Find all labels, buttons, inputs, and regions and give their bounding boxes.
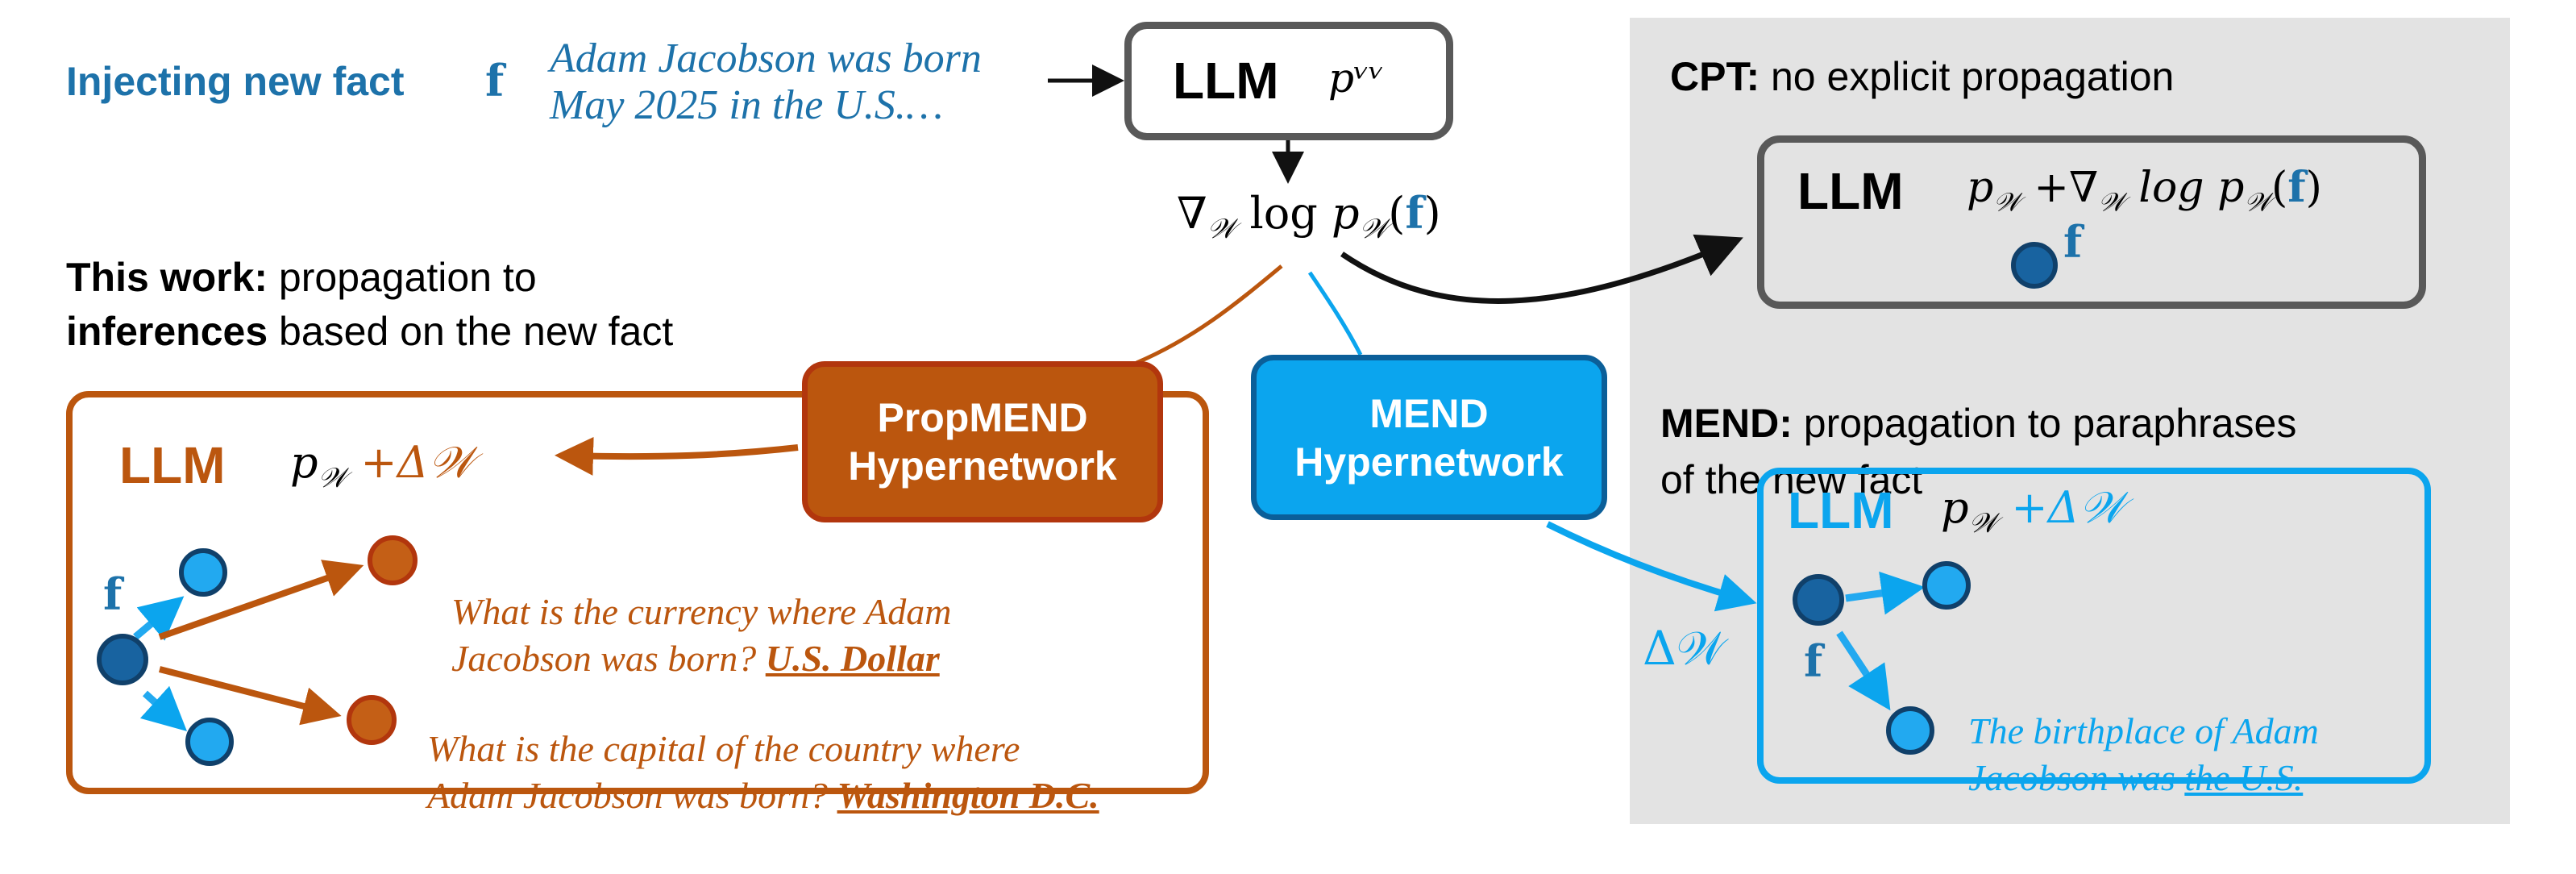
inference-question-2: What is the capital of the country where…: [427, 679, 1099, 819]
gradient-log: log: [1236, 188, 1332, 239]
propmend-orange-node-lower: [347, 695, 397, 745]
arrow-gradient-to-cpt: [1340, 234, 1743, 304]
mend-llm-label: LLM: [1788, 481, 1894, 539]
connector-gradient-to-mend: [1307, 271, 1363, 356]
gradient-psub: 𝒲: [1359, 212, 1389, 245]
mend-title-bold: MEND:: [1660, 401, 1793, 446]
cpt-math-log: log p: [2125, 164, 2245, 212]
mend-title-rest: propagation to paraphrases of the new fa…: [1660, 401, 2297, 502]
propmend-math-delta: +Δ𝒲: [347, 437, 475, 488]
mend-math-sub: 𝒲: [1968, 506, 1998, 539]
mend-fact-label: f: [1804, 635, 1823, 687]
cpt-math-log-sub: 𝒲: [2244, 186, 2271, 218]
gradient-sub: 𝒲: [1207, 212, 1236, 245]
propmend-llm-math: p𝒲 +Δ𝒲: [290, 437, 474, 494]
propmend-fact-label: f: [103, 568, 123, 620]
propmend-fact-node: [97, 634, 148, 685]
llm-top-label: LLM: [1173, 52, 1279, 110]
this-work-line2: inferences based on the new fact: [66, 308, 673, 355]
cpt-title-rest: no explicit propagation: [1760, 54, 2175, 99]
cpt-math-grad-sub: 𝒲: [2098, 186, 2125, 218]
gradient-close: ): [1423, 188, 1441, 239]
arrow-f-to-orange-upper: [158, 560, 364, 640]
inference-question-1: What is the currency where Adam Jacobson…: [451, 542, 951, 682]
arrow-propmend-to-llm: [555, 436, 799, 476]
cpt-math-close: ): [2305, 164, 2322, 212]
cpt-llm-box: [1757, 135, 2426, 309]
mend-result-box: [1757, 468, 2431, 784]
gradient-nabla: ∇: [1177, 188, 1207, 239]
gradient-open: (: [1388, 188, 1406, 239]
cpt-math-f: f: [2287, 163, 2306, 212]
mend-title: MEND: propagation to paraphrases of the …: [1660, 339, 2296, 508]
gradient-expression: ∇𝒲 log p𝒲(f): [1177, 187, 1441, 245]
fact-symbol: f: [485, 55, 505, 106]
llm-top-math: pᵛᵛ: [1328, 55, 1385, 102]
mend-math-delta: +Δ𝒲: [1997, 482, 2125, 533]
inferences-rest: based on the new fact: [268, 309, 674, 354]
inference-answer-2: Washington D.C.: [837, 775, 1099, 816]
propmend-result-box: [66, 391, 1209, 794]
this-work-bold: This work:: [66, 255, 268, 300]
mend-llm-math: p𝒲 +Δ𝒲: [1941, 482, 2125, 539]
inference-answer-1: U.S. Dollar: [765, 638, 940, 679]
cpt-math-grad: +∇: [2020, 164, 2099, 212]
fact-text: Adam Jacobson was born May 2025 in the U…: [550, 35, 982, 128]
propmend-math-p: p: [290, 437, 318, 488]
cpt-math: p𝒲 +∇𝒲 log p𝒲(f): [1967, 163, 2322, 218]
arrow-f-to-blue-upper: [133, 596, 185, 641]
this-work-rest: propagation to: [268, 255, 537, 300]
mend-blue-node-lower: [1886, 706, 1934, 755]
llm-top-box: [1124, 22, 1453, 140]
gradient-p: p: [1332, 188, 1360, 239]
cpt-fact-node: [2011, 242, 2058, 289]
gradient-f: f: [1405, 187, 1424, 239]
cpt-math-open: (: [2271, 164, 2288, 212]
mend-paraphrase: The birthplace of Adam Jacobson was the …: [1968, 661, 2319, 801]
mend-delta-w: Δ𝒲: [1643, 621, 1726, 676]
propmend-orange-node-upper: [368, 535, 418, 585]
propmend-hypernetwork: PropMEND Hypernetwork: [802, 361, 1163, 522]
propmend-blue-node-upper: [179, 548, 227, 597]
this-work-line1: This work: propagation to: [66, 254, 537, 301]
inject-label: Injecting new fact: [66, 58, 405, 105]
cpt-title-bold: CPT:: [1670, 54, 1760, 99]
arrow-mend-to-box: [1546, 521, 1757, 612]
inject-label-text: Injecting new fact: [66, 59, 405, 104]
arrow-f-to-blue-lower: [139, 685, 188, 732]
cpt-title: CPT: no explicit propagation: [1670, 53, 2174, 100]
mend-paraphrase-text: The birthplace of Adam Jacobson was: [1968, 710, 2319, 798]
arrow-mend-f-to-lower: [1836, 631, 1891, 711]
propmend-math-sub: 𝒲: [318, 461, 347, 494]
mend-fact-node: [1793, 574, 1844, 626]
mend-hypernetwork: MEND Hypernetwork: [1251, 355, 1607, 520]
mend-paraphrase-answer: the U.S.: [2184, 757, 2304, 798]
propmend-blue-node-lower: [185, 718, 234, 766]
inference-question-2-text: What is the capital of the country where…: [427, 728, 1020, 816]
cpt-llm-label: LLM: [1797, 162, 1904, 220]
propmend-llm-label: LLM: [119, 436, 226, 494]
mend-math-p: p: [1941, 482, 1969, 533]
inferences-bold: inferences: [66, 309, 268, 354]
inference-question-1-text: What is the currency where Adam Jacobson…: [451, 591, 952, 679]
connector-gradient-to-propmend: [1136, 264, 1283, 365]
mend-blue-node-upper: [1922, 561, 1971, 610]
arrow-f-to-orange-lower: [159, 666, 342, 726]
arrow-mend-f-to-upper: [1845, 571, 1926, 615]
cpt-math-p: p: [1967, 164, 1994, 212]
cpt-math-p-sub: 𝒲: [1993, 186, 2021, 218]
cpt-fact-node-label: f: [2063, 216, 2083, 268]
